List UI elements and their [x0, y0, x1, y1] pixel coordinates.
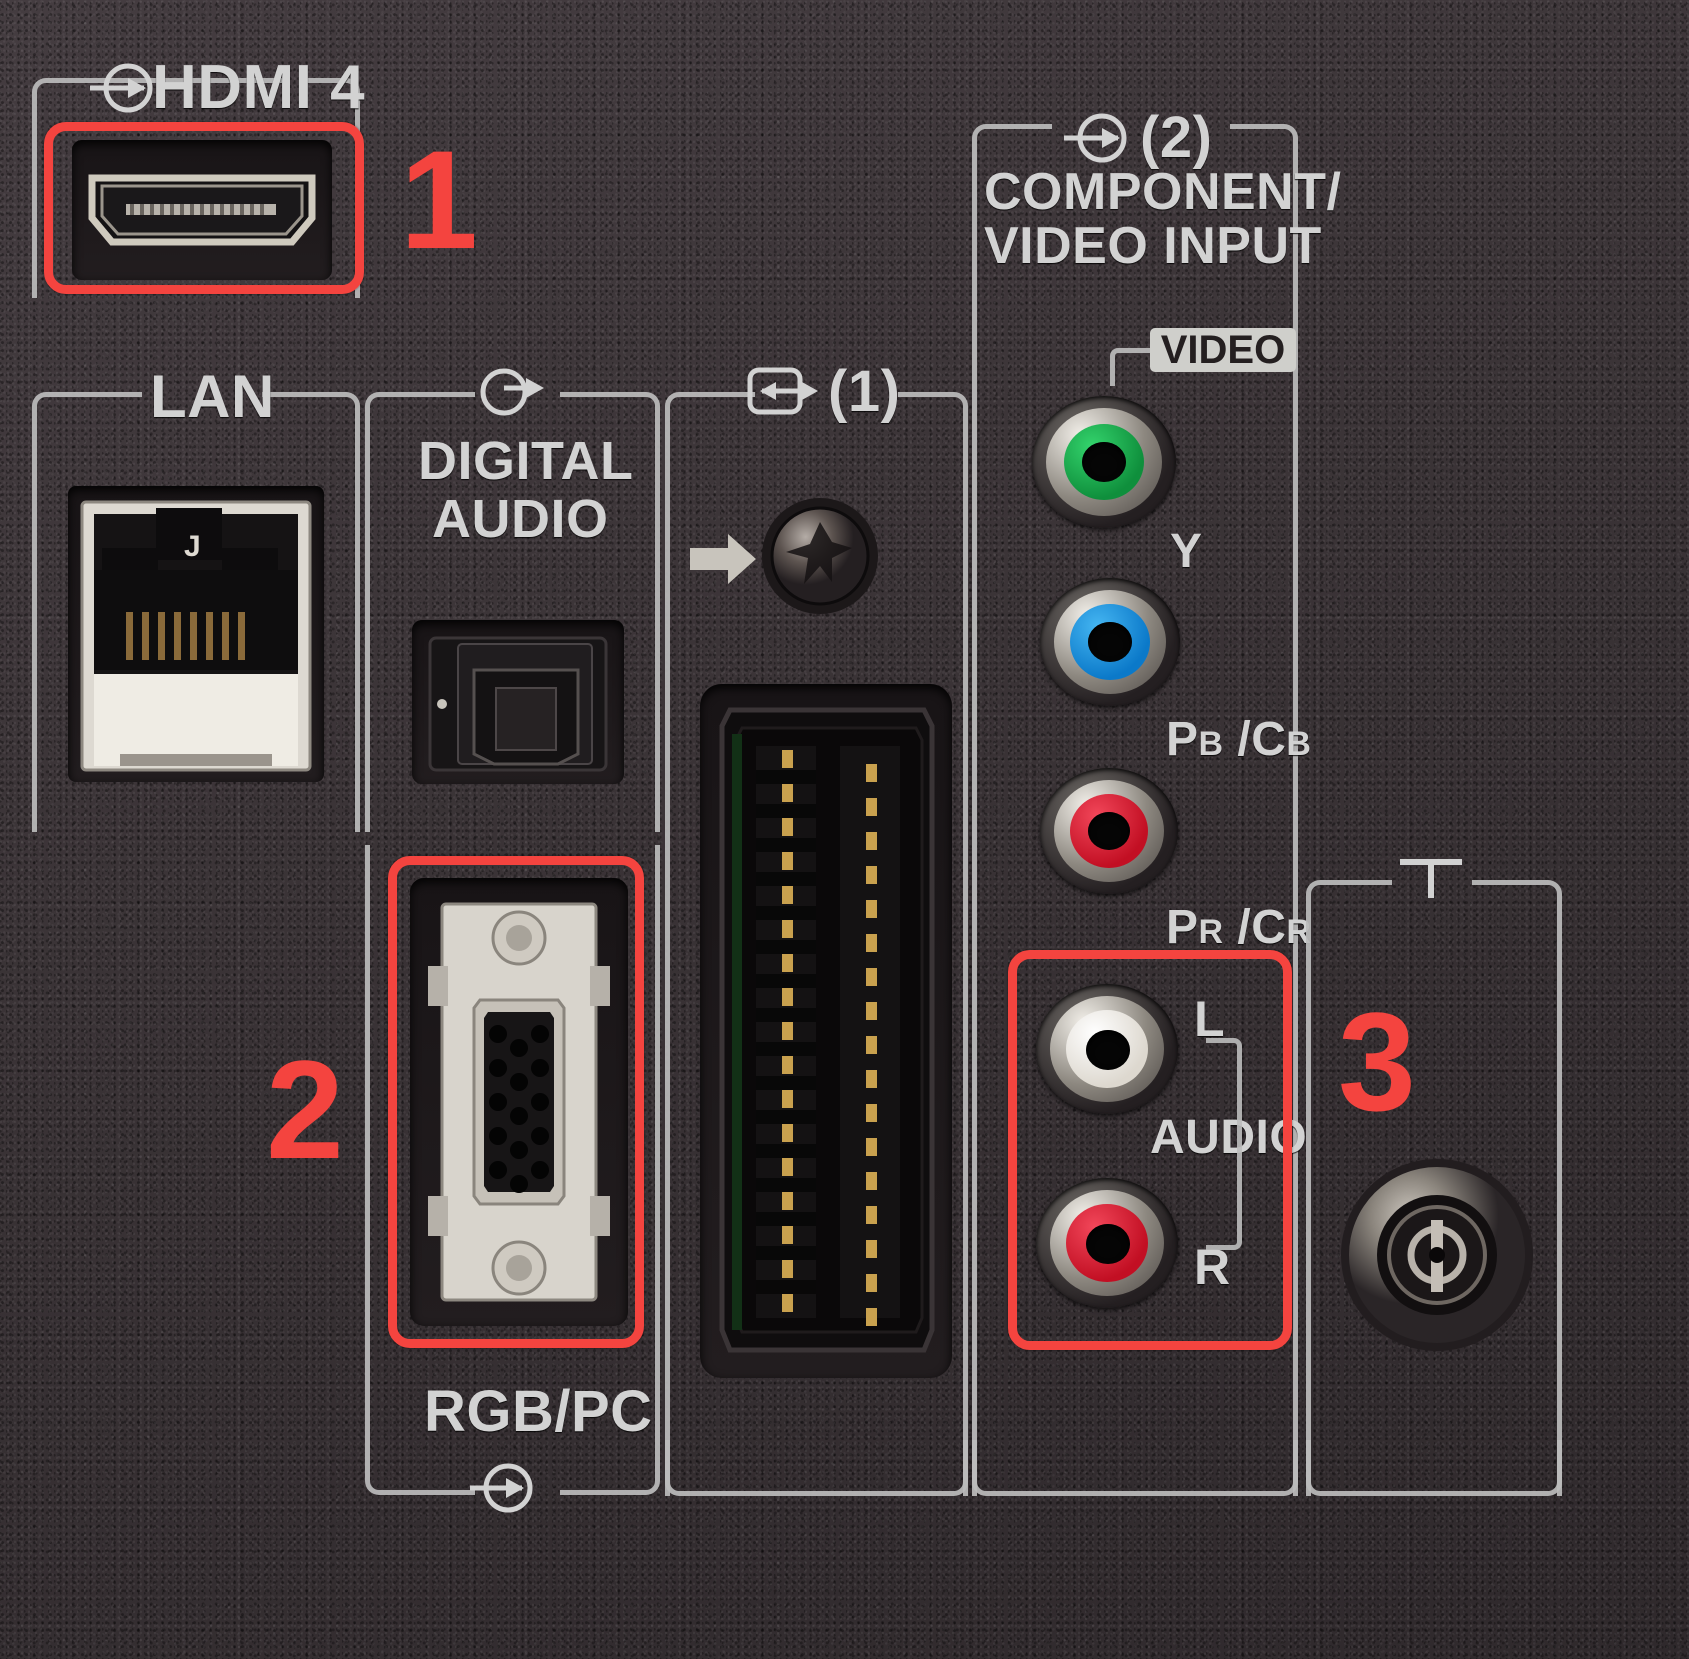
scart-bracket-right	[898, 392, 968, 1496]
audio-label: AUDIO	[1150, 1111, 1308, 1164]
highlight-box-2	[388, 856, 644, 1348]
label-p: P	[1166, 901, 1199, 954]
video-badge: VIDEO	[1150, 328, 1296, 372]
lan-bracket-right	[262, 392, 360, 832]
scart-connector[interactable]	[716, 700, 938, 1360]
hdmi-4-port[interactable]	[86, 160, 318, 260]
antenna-coax-port[interactable]	[1338, 1156, 1536, 1354]
component-input-arrow-icon	[1060, 112, 1134, 164]
audio-jack-left[interactable]	[1036, 984, 1178, 1114]
lan-bracket-left	[32, 392, 142, 832]
component-jack-pb-cb[interactable]	[1040, 578, 1180, 706]
jack-hole	[1088, 812, 1130, 850]
component-jack-pb-cb-label: PB /CB	[1166, 712, 1311, 767]
hdmi-input-arrow-icon	[86, 62, 160, 114]
audio-jack-right[interactable]	[1036, 1178, 1178, 1308]
jack-hole	[1086, 1030, 1130, 1070]
antenna-bracket-bottom	[1306, 1440, 1562, 1496]
rgb-pc-bracket-left	[365, 845, 475, 1495]
scart-bidirectional-arrow-icon	[747, 366, 826, 416]
component-jack-y[interactable]	[1032, 396, 1176, 528]
digital-audio-optical-port[interactable]	[428, 636, 608, 772]
hdmi-bracket-left	[32, 78, 282, 298]
antenna-icon	[1392, 852, 1470, 904]
rgb-pc-vga-port[interactable]	[428, 896, 610, 1308]
scart-pointer-right-arrow-icon	[688, 530, 760, 588]
svg-text:J: J	[184, 530, 201, 563]
component-bracket-right	[1230, 124, 1298, 1496]
rgb-pc-bracket-right	[560, 845, 660, 1495]
component-jack-pr-cr-label: PR /CR	[1166, 900, 1311, 955]
component-jack-y-label: Y	[1170, 525, 1203, 578]
antenna-bracket-left	[1306, 880, 1392, 1496]
jack-hole	[1082, 442, 1126, 482]
annotation-number-2: 2	[266, 1031, 344, 1188]
lan-label: LAN	[150, 363, 275, 430]
digital-audio-label-line2: AUDIO	[432, 489, 609, 549]
jack-hole	[1086, 1224, 1130, 1264]
label-r-sub: R	[1198, 913, 1224, 951]
label-b2-sub: B	[1286, 725, 1312, 763]
hdmi-label: HDMI 4	[152, 53, 366, 122]
label-c: C	[1251, 713, 1287, 766]
annotation-number-3: 3	[1338, 983, 1416, 1140]
antenna-bracket-right	[1472, 880, 1562, 1496]
audio-left-label: L	[1194, 991, 1226, 1047]
highlight-box-3	[1008, 950, 1292, 1350]
label-b-sub: B	[1198, 725, 1224, 763]
audio-lr-bracket	[1206, 1038, 1242, 1250]
label-p: P	[1166, 713, 1199, 766]
digital-audio-output-arrow-icon	[480, 366, 552, 416]
scart-mounting-screw	[760, 496, 880, 616]
label-slash: /	[1223, 901, 1252, 954]
component-number-label: (2)	[1140, 105, 1213, 170]
component-label-line2: VIDEO INPUT	[984, 217, 1322, 275]
rgb-pc-label: RGB/PC	[424, 1379, 653, 1444]
digital-audio-bracket-right	[560, 392, 660, 832]
component-jack-pr-cr[interactable]	[1040, 768, 1178, 894]
rgb-pc-input-arrow-icon	[462, 1462, 534, 1514]
component-label-line1: COMPONENT/	[984, 163, 1342, 221]
component-bracket-bottom	[972, 1440, 1298, 1496]
scart-label: (1)	[828, 359, 901, 424]
lan-rj45-port[interactable]: J	[80, 500, 312, 772]
highlight-box-1	[44, 122, 364, 294]
label-c: C	[1251, 901, 1287, 954]
digital-audio-label-line1: DIGITAL	[418, 431, 634, 491]
video-badge-bracket	[1110, 348, 1170, 386]
jack-hole	[1088, 622, 1132, 662]
scart-bracket-left	[665, 392, 755, 1496]
digital-audio-bracket-left	[365, 392, 475, 832]
label-slash: /	[1223, 713, 1252, 766]
annotation-number-1: 1	[400, 121, 478, 278]
component-bracket-left	[972, 124, 1052, 1496]
scart-bracket-bottom	[665, 1440, 968, 1496]
